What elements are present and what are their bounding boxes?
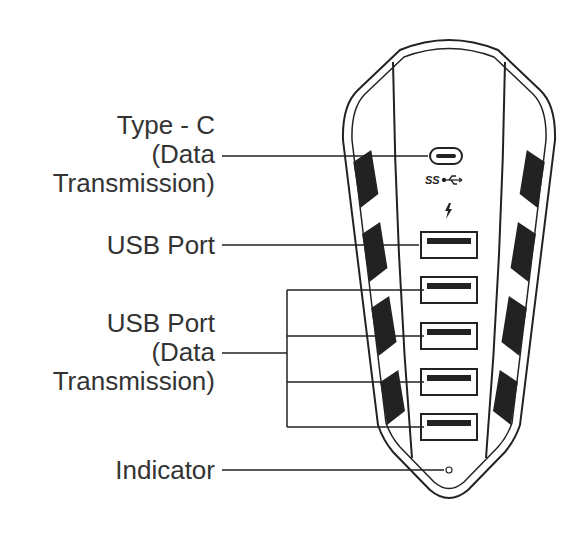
housing-inner-edge <box>352 49 546 489</box>
usb-c-slot <box>436 154 456 158</box>
charging-bolt-symbol <box>445 203 452 219</box>
port-label: USB Port <box>48 231 215 260</box>
usb-logo-symbol <box>443 176 463 184</box>
leader-line <box>287 381 424 383</box>
vent-fins <box>353 150 545 425</box>
usb-port <box>421 232 477 258</box>
vent-fin <box>520 150 545 208</box>
leader-line <box>287 335 424 337</box>
leader-line <box>222 155 428 157</box>
usb-port-tongue <box>427 283 471 289</box>
bracket <box>286 290 288 427</box>
leader-line <box>287 426 424 428</box>
vent-fin <box>380 370 405 425</box>
hub-housing <box>343 40 555 498</box>
port-label: Type - C (Data Transmission) <box>48 111 215 198</box>
leader-line <box>222 244 419 246</box>
usb-c-port <box>430 148 462 164</box>
usb-port-tongue <box>427 238 471 244</box>
vent-fin <box>362 222 387 282</box>
leader-line <box>287 289 424 291</box>
indicator-light <box>446 467 452 473</box>
leader-line <box>222 352 287 354</box>
vent-fin <box>371 296 396 356</box>
usb-port-tongue <box>427 329 471 335</box>
vent-fin <box>493 370 518 425</box>
port-label: USB Port (Data Transmission) <box>48 309 215 396</box>
usb-port <box>421 277 477 303</box>
usb-port-tongue <box>427 420 471 426</box>
superspeed-mark: SS <box>425 174 440 186</box>
leader-line <box>222 469 444 471</box>
usb-port <box>421 369 477 395</box>
vent-fin <box>511 222 536 282</box>
indicator-label: Indicator <box>48 456 215 485</box>
usb-port <box>421 323 477 349</box>
usb-port-tongue <box>427 375 471 381</box>
vent-fin <box>501 296 526 356</box>
vent-fin <box>353 150 378 208</box>
usb-port <box>421 414 477 440</box>
